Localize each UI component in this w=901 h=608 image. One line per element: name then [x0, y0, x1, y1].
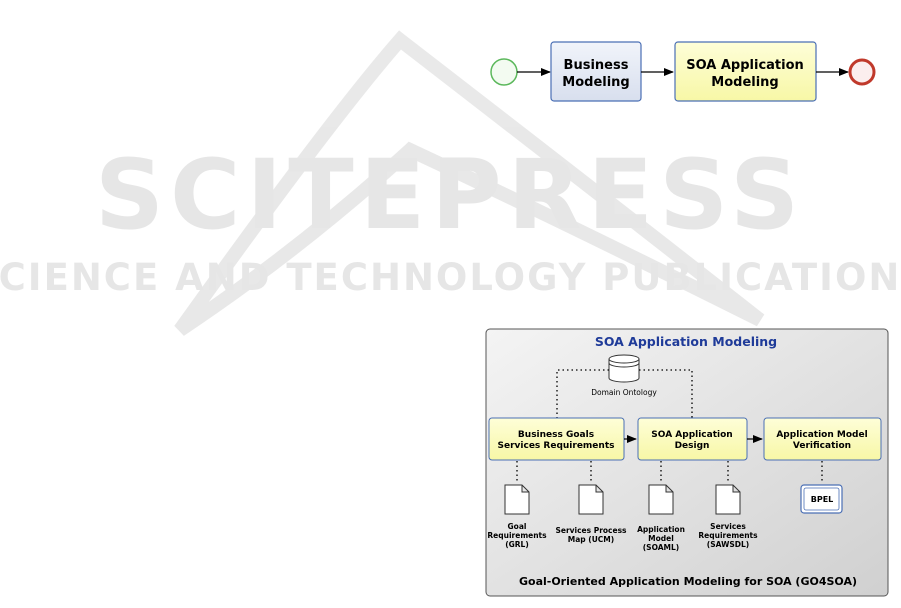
start-event[interactable] — [490, 58, 518, 86]
subprocess-footer: Goal-Oriented Application Modeling for S… — [519, 575, 857, 588]
subprocess-title: SOA Application Modeling — [595, 334, 777, 349]
task-soa-application-modeling-line1: SOA Application — [686, 58, 804, 73]
artifact-application-model-line1: Application — [637, 525, 685, 534]
task-business-goals-line2: Services Requirements — [498, 441, 615, 451]
artifact-services-requirements-line1: Services — [710, 522, 746, 531]
task-application-model-verification[interactable]: Application Model Verification — [763, 417, 882, 461]
bpel-box[interactable]: BPEL — [800, 484, 843, 514]
watermark-subtitle: SCIENCE AND TECHNOLOGY PUBLICATIONS — [0, 256, 901, 299]
task-business-goals-line1: Business Goals — [518, 430, 594, 440]
task-business-modeling-line1: Business — [564, 58, 629, 73]
task-soa-application-design-line2: Design — [675, 441, 710, 451]
task-soa-application-design-line1: SOA Application — [651, 430, 732, 440]
task-soa-application-design[interactable]: SOA Application Design — [637, 417, 748, 461]
artifact-application-model-line2: Model — [648, 534, 674, 543]
document-icon — [715, 484, 741, 515]
artifact-goal-requirements[interactable]: Goal Requirements (GRL) — [487, 484, 547, 549]
document-icon — [578, 484, 604, 515]
artifact-goal-requirements-line3: (GRL) — [505, 540, 529, 549]
watermark-swoosh — [174, 30, 765, 336]
subprocess-container: SOA Application Modeling Goal-Oriented A… — [485, 328, 889, 597]
task-business-modeling[interactable]: Business Modeling — [550, 41, 642, 102]
top-process: Business Modeling SOA Application Modeli… — [490, 41, 876, 102]
artifact-goal-requirements-line1: Goal — [508, 522, 527, 531]
artifact-services-requirements[interactable]: Services Requirements (SAWSDL) — [698, 484, 758, 549]
artifact-services-process-map-line1: Services Process — [555, 526, 627, 535]
task-application-model-verification-line2: Verification — [793, 441, 851, 451]
task-business-modeling-line2: Modeling — [562, 75, 629, 90]
artifact-services-process-map[interactable]: Services Process Map (UCM) — [555, 484, 627, 544]
bpel-label: BPEL — [811, 495, 834, 504]
artifact-services-requirements-line2: Requirements — [698, 531, 758, 540]
domain-ontology-datastore[interactable]: Domain Ontology — [591, 354, 657, 397]
document-icon — [504, 484, 530, 515]
watermark: SCITEPRESS SCIENCE AND TECHNOLOGY PUBLIC… — [0, 30, 901, 336]
artifact-services-requirements-line3: (SAWSDL) — [707, 540, 749, 549]
watermark-title: SCITEPRESS — [95, 139, 805, 251]
task-soa-application-modeling[interactable]: SOA Application Modeling — [674, 41, 817, 102]
artifact-application-model-line3: (SOAML) — [643, 543, 679, 552]
artifact-goal-requirements-line2: Requirements — [487, 531, 547, 540]
task-soa-application-modeling-line2: Modeling — [711, 75, 778, 90]
artifact-services-process-map-line2: Map (UCM) — [568, 535, 614, 544]
artifact-application-model[interactable]: Application Model (SOAML) — [637, 484, 685, 552]
task-business-goals[interactable]: Business Goals Services Requirements — [488, 417, 625, 461]
end-event[interactable] — [848, 58, 876, 86]
domain-ontology-label: Domain Ontology — [591, 388, 657, 397]
task-application-model-verification-line1: Application Model — [776, 430, 867, 440]
document-icon — [648, 484, 674, 515]
